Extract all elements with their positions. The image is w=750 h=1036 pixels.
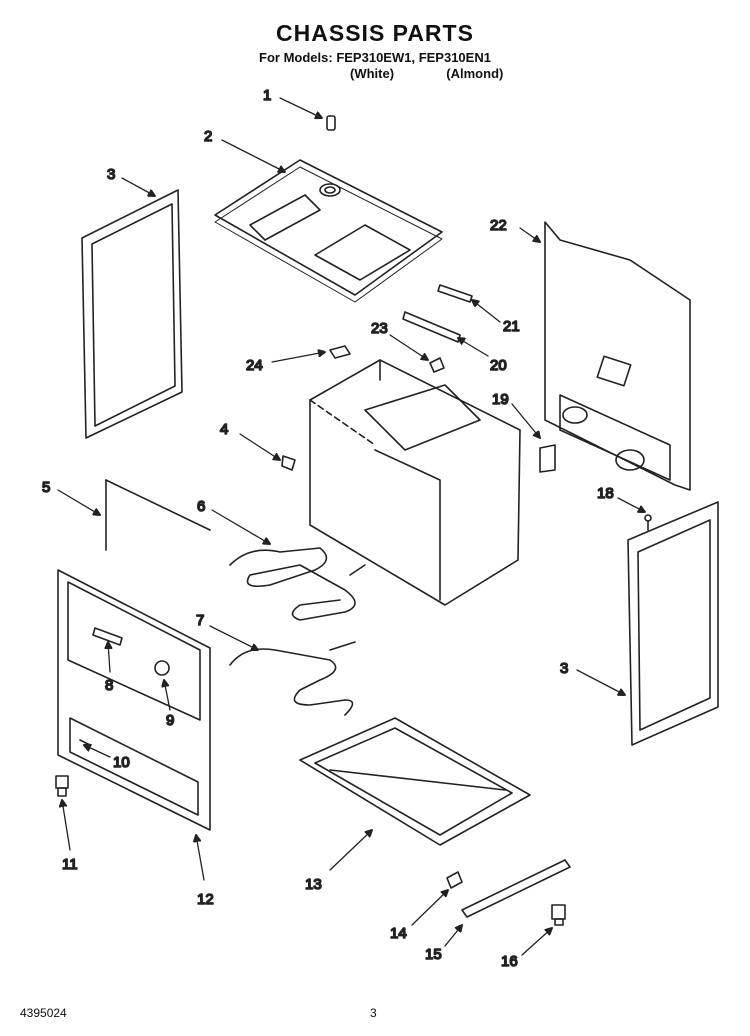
callout-1: 1: [263, 87, 271, 104]
callout-5: 5: [42, 479, 50, 496]
part-1-plug: [326, 115, 336, 131]
callout-7: 7: [196, 612, 204, 629]
color-line: (White) (Almond): [350, 66, 503, 81]
part-19-bracket: [539, 444, 556, 473]
callout-labels: 1 2 3 4 5 6 7 8 9 10 11 12 13 14 15 16 1…: [41, 86, 614, 971]
callout-3-left: 3: [107, 166, 115, 183]
leader-lines: [57, 97, 645, 956]
callout-4: 4: [220, 421, 228, 438]
models-line: For Models: FEP310EW1, FEP310EN1: [259, 50, 491, 65]
callout-14: 14: [390, 925, 407, 942]
callout-9: 9: [166, 712, 174, 729]
part-2-top-panel: [214, 159, 443, 303]
part-22-rear-panel: [544, 221, 691, 491]
part-20-bracket: [402, 311, 461, 343]
color-almond: (Almond): [446, 66, 504, 81]
callout-15: 15: [425, 946, 442, 963]
part-21-bracket: [437, 284, 473, 303]
callout-22: 22: [490, 217, 507, 234]
callout-2: 2: [204, 128, 212, 145]
part-9-knob: [154, 660, 170, 676]
callout-11: 11: [62, 856, 78, 873]
part-6-broil-element: [229, 547, 366, 621]
callout-21: 21: [503, 318, 520, 335]
page-number: 3: [370, 1006, 377, 1020]
callout-24: 24: [246, 357, 263, 374]
color-white: (White): [350, 66, 395, 81]
part-12-door-panel: [57, 569, 211, 831]
part-4-clip: [281, 455, 296, 471]
callout-10: 10: [113, 754, 130, 771]
callout-12: 12: [197, 891, 214, 908]
callout-19: 19: [492, 391, 509, 408]
callout-23: 23: [371, 320, 388, 337]
part-3-right-side-panel: [627, 501, 719, 746]
callout-20: 20: [490, 357, 507, 374]
part-7-bake-element: [229, 641, 356, 716]
callout-6: 6: [197, 498, 205, 515]
part-11-leveler: [55, 775, 69, 797]
document-number: 4395024: [20, 1006, 67, 1020]
callout-13: 13: [305, 876, 322, 893]
part-5-gasket: [105, 479, 211, 551]
part-24-clip: [329, 345, 351, 359]
part-13-broiler-pan: [299, 717, 531, 846]
callout-3-right: 3: [560, 660, 568, 677]
part-3-left-side-panel: [81, 189, 183, 439]
part-8-label: [92, 627, 123, 646]
part-15-rail: [461, 859, 571, 918]
callout-18: 18: [597, 485, 614, 502]
callout-16: 16: [501, 953, 518, 970]
part-16-leveler: [551, 904, 566, 926]
oven-cavity: [309, 359, 521, 606]
part-14-clip: [446, 871, 463, 889]
callout-8: 8: [105, 677, 113, 694]
part-23-clip: [429, 357, 445, 373]
page-title: CHASSIS PARTS: [276, 20, 474, 46]
part-18-screw: [644, 514, 652, 531]
